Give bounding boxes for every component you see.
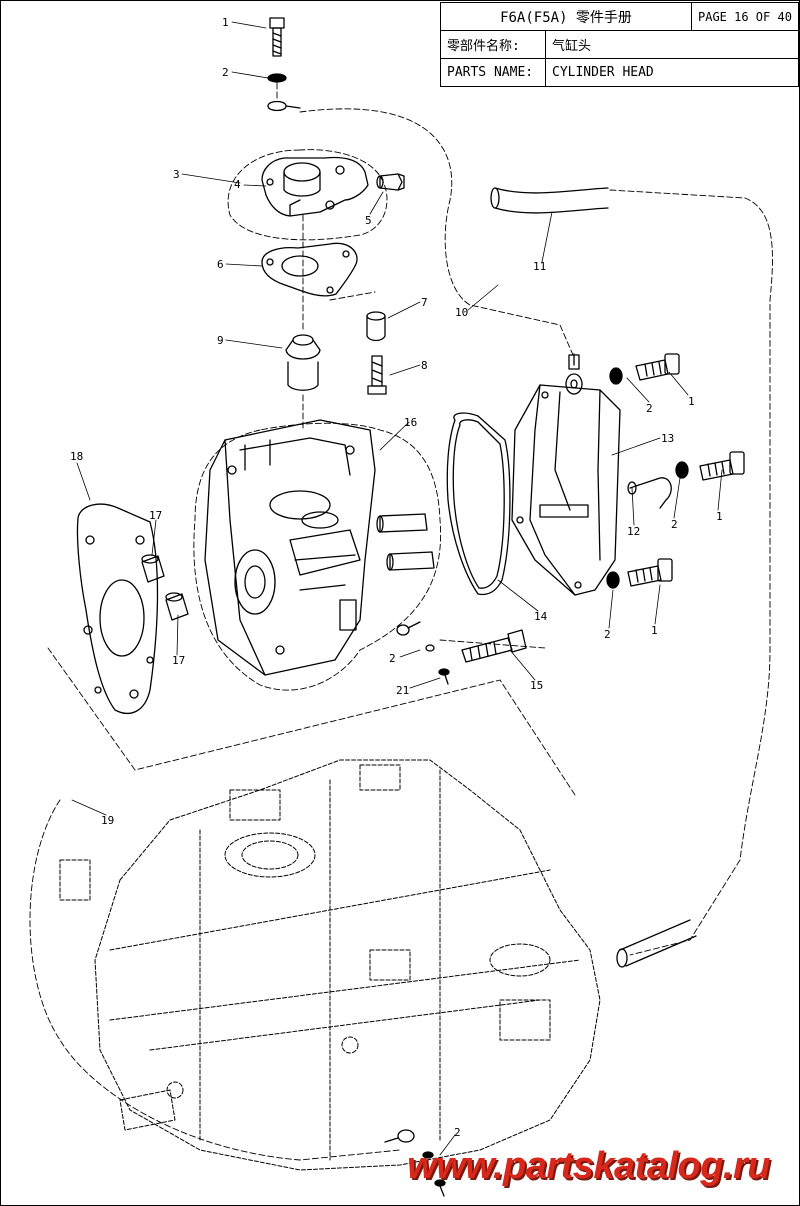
bolt-15	[461, 629, 527, 663]
assembly-dashed-lines	[29, 82, 773, 1161]
callout-3: 3	[173, 168, 180, 181]
crankcase-19	[59, 759, 601, 1171]
watermark: www.partskatalog.ru	[407, 1145, 770, 1187]
ring-terminal-top	[267, 100, 301, 112]
callout-14: 14	[534, 610, 548, 623]
callout-2c: 2	[671, 518, 678, 531]
callout-6: 6	[217, 258, 224, 271]
washer-2-b	[675, 461, 689, 479]
callout-4: 4	[234, 178, 241, 191]
gasket-6	[261, 242, 358, 297]
callout-1d: 1	[651, 624, 658, 637]
collar-7	[366, 311, 386, 342]
callout-18: 18	[70, 450, 83, 463]
washer-2-c	[606, 571, 620, 589]
callout-labels: 1 2 3 4 5 6 7 8 9 10 11 2 1 13 16 18 17 …	[70, 16, 723, 1139]
title-block: F6A(F5A) 零件手册 PAGE 16 OF 40 零部件名称: 气缸头 P…	[440, 2, 799, 87]
callout-12: 12	[627, 525, 640, 538]
ring-terminal-bottom	[384, 1129, 446, 1197]
dowel-pins-17	[141, 554, 189, 621]
bolt-1-right-b	[699, 451, 745, 481]
callout-15: 15	[530, 679, 543, 692]
bolt-8	[367, 355, 387, 395]
callout-5: 5	[365, 214, 372, 227]
callout-13: 13	[661, 432, 674, 445]
washer-2-d	[425, 644, 435, 652]
callout-2b: 2	[646, 402, 653, 415]
parts-name-label-en: PARTS NAME:	[440, 58, 546, 87]
bolt-1-right-c	[627, 558, 673, 587]
ring-terminal-head	[396, 621, 421, 636]
cover-gasket-14	[446, 412, 511, 596]
thermostat-cover	[261, 156, 369, 217]
callout-17b: 17	[172, 654, 185, 667]
callout-11: 11	[533, 260, 546, 273]
cylinder-head-16	[204, 419, 376, 676]
screw-21	[438, 668, 450, 685]
washer-2-a	[609, 367, 623, 385]
callout-1c: 1	[716, 510, 723, 523]
callout-16: 16	[404, 416, 417, 429]
valve-cover-13	[511, 384, 621, 596]
thermostat-9	[285, 334, 321, 391]
parts-name-label-cn: 零部件名称:	[440, 30, 546, 59]
callout-7: 7	[421, 296, 428, 309]
hose-fitting-5	[376, 173, 405, 191]
head-gasket-18	[76, 503, 159, 714]
model-title: F6A(F5A) 零件手册	[440, 2, 692, 31]
head-studs	[376, 513, 435, 571]
callout-2e: 2	[389, 652, 396, 665]
callout-9: 9	[217, 334, 224, 347]
callout-21: 21	[396, 684, 409, 697]
callout-2d: 2	[604, 628, 611, 641]
bolt-1-top	[269, 17, 285, 57]
callout-2f: 2	[454, 1126, 461, 1139]
callout-1: 1	[222, 16, 229, 29]
callout-2: 2	[222, 66, 229, 79]
leader-lines	[71, 21, 723, 1156]
hose-bottom	[616, 919, 697, 968]
callout-19: 19	[101, 814, 114, 827]
callout-10: 10	[455, 306, 468, 319]
bolt-1-right-a	[635, 353, 680, 381]
ring-terminal-cover	[565, 353, 583, 395]
callout-17a: 17	[149, 509, 162, 522]
page-number: PAGE 16 OF 40	[691, 2, 799, 31]
callout-1b: 1	[688, 395, 695, 408]
clamp-12	[627, 477, 672, 509]
parts-name-value-cn: 气缸头	[545, 30, 799, 59]
callout-8: 8	[421, 359, 428, 372]
parts-name-value-en: CYLINDER HEAD	[545, 58, 799, 87]
hose-11	[490, 187, 609, 214]
